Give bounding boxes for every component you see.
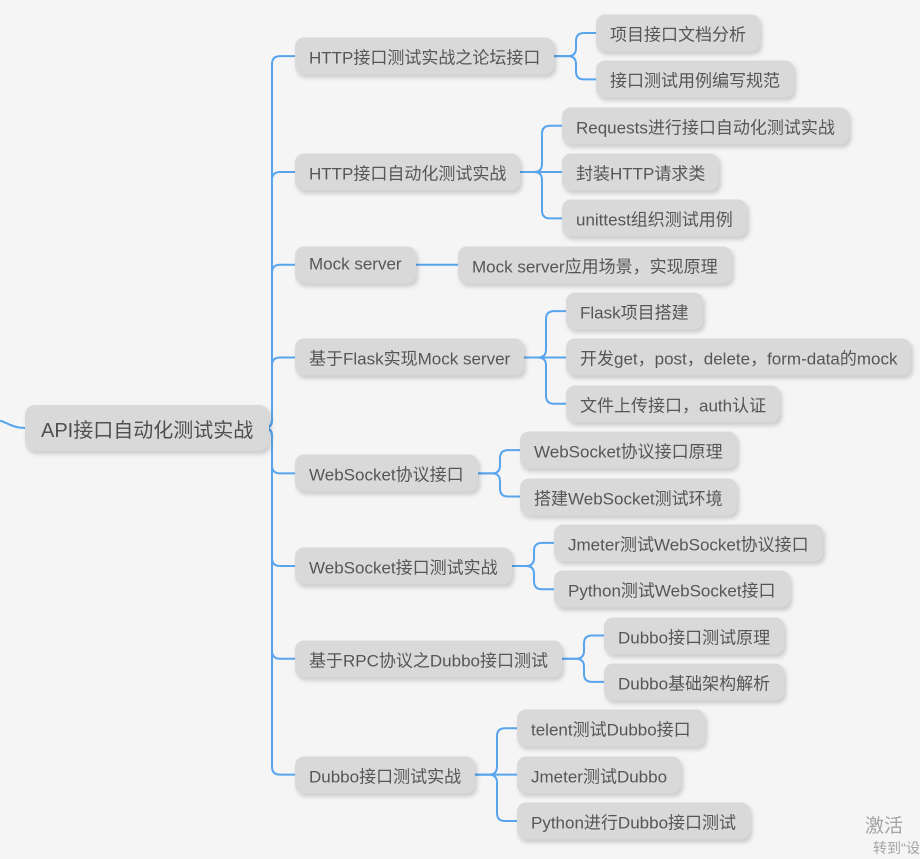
connector-path	[263, 55, 296, 429]
connector-path	[477, 449, 521, 475]
connector-path	[561, 634, 605, 660]
branch-node[interactable]: HTTP接口测试实战之论坛接口	[295, 37, 555, 75]
connector-path	[263, 263, 296, 429]
root-node[interactable]: API接口自动化测试实战	[25, 405, 270, 451]
connector-path	[263, 171, 296, 429]
connector-path	[263, 427, 296, 568]
connector-path	[474, 727, 518, 776]
connector-path	[561, 657, 605, 683]
branch-node[interactable]: 基于Flask实现Mock server	[295, 338, 525, 376]
branch-node[interactable]: Dubbo接口测试实战	[295, 756, 476, 794]
child-node[interactable]: Jmeter测试WebSocket协议接口	[554, 524, 823, 562]
branch-node[interactable]: Mock server	[295, 246, 416, 284]
connector-path	[553, 32, 597, 58]
branch-node[interactable]: HTTP接口自动化测试实战	[295, 153, 521, 191]
child-node[interactable]: 文件上传接口，auth认证	[566, 385, 781, 423]
connector-path	[477, 472, 521, 498]
connector-path	[511, 541, 555, 568]
connector-path	[474, 773, 518, 822]
branch-node[interactable]: WebSocket协议接口	[295, 454, 478, 492]
connector-path	[511, 565, 555, 591]
child-node[interactable]: telent测试Dubbo接口	[517, 709, 705, 747]
child-node[interactable]: 搭建WebSocket测试环境	[520, 478, 737, 515]
child-node[interactable]: Requests进行接口自动化测试实战	[562, 107, 849, 145]
child-node[interactable]: 封装HTTP请求类	[562, 153, 720, 191]
activation-watermark-line2: 转到"设	[873, 840, 920, 856]
child-node[interactable]: Dubbo基础架构解析	[604, 663, 785, 701]
connector-path	[263, 427, 296, 776]
child-node[interactable]: Flask项目搭建	[566, 292, 703, 330]
child-node[interactable]: 接口测试用例编写规范	[596, 60, 794, 98]
child-node[interactable]: Dubbo接口测试原理	[604, 617, 785, 655]
connector-path	[523, 356, 567, 405]
child-node[interactable]: Python进行Dubbo接口测试	[517, 802, 751, 840]
connector-path	[263, 427, 296, 660]
activation-watermark-line1: 激活	[865, 816, 904, 837]
child-node[interactable]: Python测试WebSocket接口	[554, 570, 790, 608]
branch-node[interactable]: 基于RPC协议之Dubbo接口测试	[295, 640, 562, 678]
child-node[interactable]: Jmeter测试Dubbo	[517, 756, 682, 794]
connector-path	[519, 124, 563, 174]
connector-path	[523, 310, 567, 359]
child-node[interactable]: 项目接口文档分析	[596, 14, 760, 52]
connector-path	[519, 171, 563, 220]
child-node[interactable]: unittest组织测试用例	[562, 199, 747, 237]
child-node[interactable]: WebSocket协议接口原理	[520, 431, 737, 469]
branch-node[interactable]: WebSocket接口测试实战	[295, 547, 512, 585]
connector-path	[0, 419, 26, 429]
child-node[interactable]: Mock server应用场景，实现原理	[458, 246, 732, 284]
child-node[interactable]: 开发get，post，delete，form-data的mock	[566, 338, 912, 376]
connector-path	[553, 55, 597, 81]
